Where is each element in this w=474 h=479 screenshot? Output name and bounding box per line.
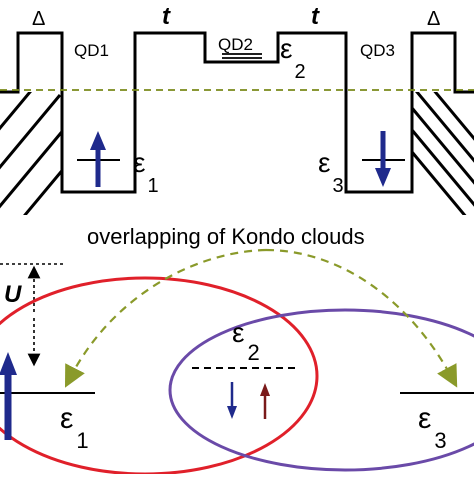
overlap-caption: overlapping of Kondo clouds bbox=[87, 224, 365, 249]
qd1-label: QD1 bbox=[74, 41, 109, 60]
right-lead-hatch bbox=[412, 92, 474, 215]
kondo-cloud-left bbox=[0, 276, 319, 476]
spin-up-arrow-icon bbox=[0, 352, 17, 440]
potential-profile bbox=[0, 31, 474, 194]
spin-down-arrow-icon bbox=[375, 131, 391, 187]
overlap-arrow-left bbox=[64, 248, 267, 388]
kondo-cloud-right bbox=[168, 308, 474, 472]
epsilon1-top-label: ε1 bbox=[133, 147, 159, 197]
epsilon1-bottom-label: ε1 bbox=[60, 402, 89, 453]
epsilon3-bottom-label: ε3 bbox=[418, 402, 447, 453]
qd3-label: QD3 bbox=[360, 41, 395, 60]
epsilon2-bottom-label: ε2 bbox=[232, 317, 260, 365]
t-right-label: t bbox=[311, 3, 320, 30]
spin-up-arrow-icon bbox=[90, 131, 106, 187]
spin-down-arrow-icon bbox=[227, 382, 237, 419]
qd2-label: QD2 bbox=[218, 35, 253, 54]
epsilon2-top-label: ε2 bbox=[280, 33, 306, 83]
left-lead-hatch bbox=[0, 92, 62, 215]
delta-left-label: Δ bbox=[32, 8, 45, 30]
delta-right-label: Δ bbox=[427, 8, 440, 30]
epsilon3-top-label: ε3 bbox=[318, 147, 344, 197]
overlap-arrow-right bbox=[265, 248, 458, 388]
u-label: U bbox=[4, 281, 22, 308]
spin-up-arrow-icon bbox=[260, 383, 270, 419]
t-left-label: t bbox=[162, 3, 171, 30]
